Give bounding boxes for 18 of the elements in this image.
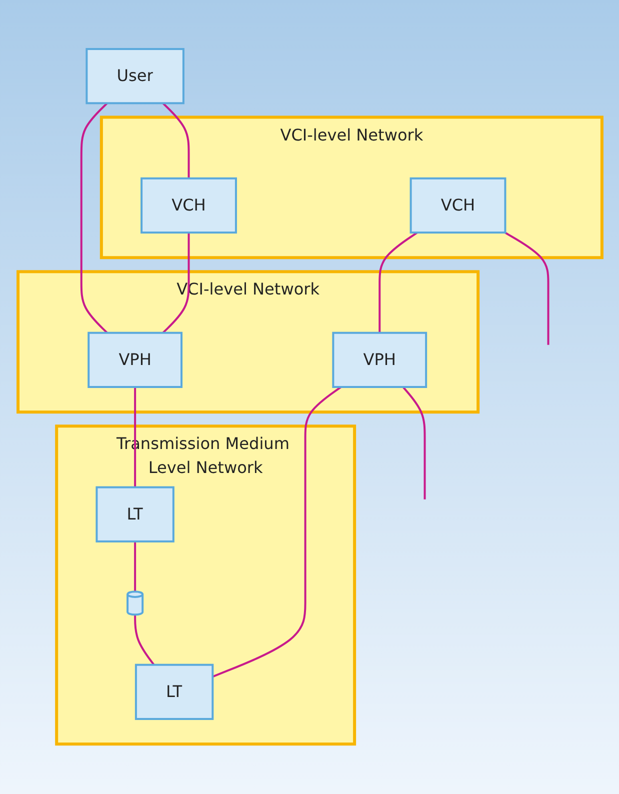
node-box: LT [95,486,174,543]
connector [134,387,136,488]
connector [504,232,549,346]
node-box: LT [134,664,214,720]
node-box: VCH [409,178,506,234]
connector [162,233,190,334]
connector [80,102,108,334]
node-box: VCH [140,178,236,234]
node-box: User [85,48,184,105]
connector [134,542,136,592]
connector [134,615,154,666]
node-cylinder [126,591,144,616]
connector [162,102,190,179]
connector [212,386,342,678]
connector [402,386,426,500]
node-box: VPH [87,332,182,388]
connector [378,232,418,334]
node-box: VPH [332,332,427,388]
